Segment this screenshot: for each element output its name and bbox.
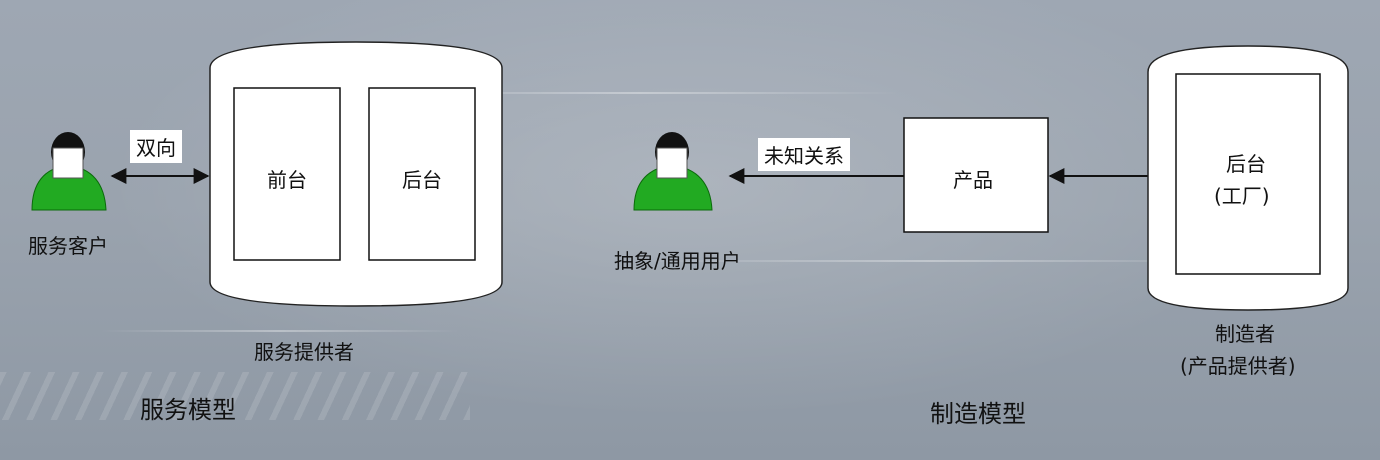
factory-box <box>1175 73 1321 275</box>
backend-box <box>368 87 476 261</box>
bidirectional-label: 双向 <box>130 130 182 163</box>
backend-label: 后台 <box>402 168 442 192</box>
service-client-person-icon <box>31 132 107 211</box>
service-client-label: 服务客户 <box>28 234 108 258</box>
frontend-box <box>233 87 341 261</box>
background-streak <box>620 260 1240 262</box>
product-box <box>903 117 1049 233</box>
unknown-relation-label: 未知关系 <box>758 138 850 171</box>
manufacturer-label-line1: 制造者 <box>1215 322 1275 346</box>
background-streak <box>100 330 460 332</box>
frontend-label: 前台 <box>267 168 307 192</box>
background-streak <box>380 92 900 94</box>
background-chevrons <box>0 372 470 420</box>
manufacturer-label-line2: (产品提供者) <box>1180 354 1296 378</box>
factory-label-line1: 后台 <box>1226 152 1266 176</box>
service-model-title: 服务模型 <box>140 396 236 424</box>
service-provider-label: 服务提供者 <box>254 340 354 364</box>
factory-label-line2: (工厂) <box>1214 184 1270 208</box>
product-label: 产品 <box>953 168 993 192</box>
abstract-user-person-icon <box>633 132 713 211</box>
manufacturing-model-title: 制造模型 <box>930 400 1026 428</box>
abstract-user-label: 抽象/通用用户 <box>614 249 741 273</box>
